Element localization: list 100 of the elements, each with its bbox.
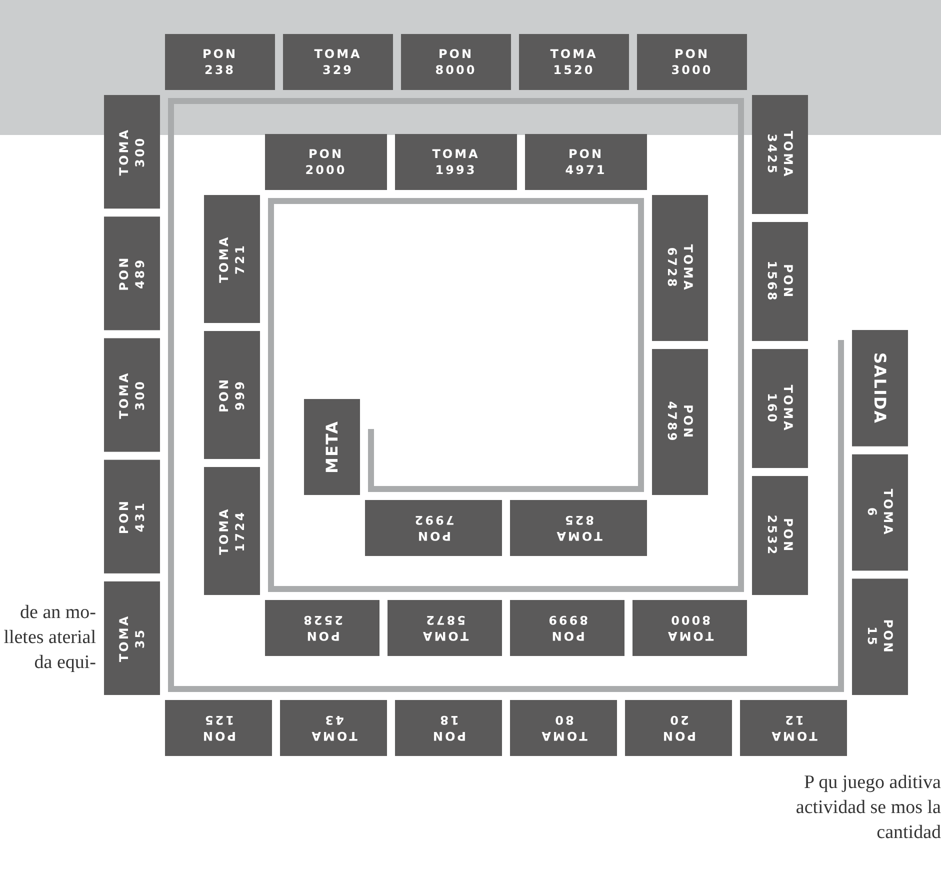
space-label: 721: [233, 243, 247, 275]
space-label: 18: [438, 713, 459, 727]
space-label: 4971: [565, 163, 607, 177]
board-space: [852, 578, 908, 695]
space-label: TOMA: [781, 130, 795, 178]
space-label: PON: [781, 518, 795, 554]
space-label: PON: [681, 404, 695, 440]
space-label: 43: [323, 713, 344, 727]
board-space: [304, 399, 360, 495]
space-label: 300: [133, 379, 147, 411]
space-label: 6728: [665, 247, 679, 289]
space-label: TOMA: [217, 507, 231, 555]
space-label: 80: [553, 713, 574, 727]
space-label: TOMA: [117, 371, 131, 419]
space-label: PON: [308, 147, 344, 161]
space-label: 4789: [665, 401, 679, 443]
board-space: [104, 95, 160, 209]
space-label: TOMA: [770, 729, 818, 743]
board-space: [104, 216, 160, 330]
space-label: PON: [550, 629, 585, 643]
board-space: [525, 134, 647, 190]
board-space: [165, 700, 272, 756]
board-space: [510, 700, 617, 756]
space-label: PON: [117, 499, 131, 534]
space-label: SALIDA: [870, 352, 890, 424]
space-label: PON: [202, 47, 238, 61]
space-label: META: [322, 420, 342, 474]
board-space: [637, 34, 747, 90]
space-label: 489: [133, 258, 147, 289]
board-space: [365, 500, 502, 556]
board-space: [852, 330, 908, 446]
space-label: PON: [416, 529, 452, 543]
space-label: 300: [133, 136, 147, 168]
board-space: [625, 700, 732, 756]
paragraph-fragment: de an mo- lletes aterial da equi-: [2, 601, 96, 675]
space-label: 329: [322, 63, 354, 77]
board-space: [265, 134, 387, 190]
space-label: 12: [783, 713, 804, 727]
space-label: TOMA: [781, 384, 795, 432]
space-label: 238: [204, 63, 236, 77]
space-label: TOMA: [550, 47, 598, 61]
space-label: TOMA: [420, 629, 469, 643]
space-label: PON: [568, 147, 604, 161]
space-label: PON: [674, 47, 710, 61]
board-space: [104, 460, 160, 574]
space-label: 1568: [765, 260, 779, 302]
space-label: 1993: [435, 163, 477, 177]
space-label: 2528: [302, 613, 343, 627]
space-label: 15: [865, 626, 879, 648]
space-label: 8000: [669, 613, 710, 627]
space-label: 8000: [435, 63, 477, 77]
space-label: TOMA: [117, 614, 131, 662]
board-space: [752, 95, 808, 214]
board-space: [632, 600, 747, 656]
space-label: PON: [881, 619, 895, 654]
board-space: [852, 454, 908, 571]
board-space: [104, 338, 160, 452]
space-label: TOMA: [666, 629, 714, 643]
space-label: 125: [202, 713, 234, 727]
space-label: 3425: [765, 134, 779, 176]
space-label: 6: [865, 507, 879, 518]
board-space: [204, 331, 260, 459]
space-label: PON: [200, 729, 236, 743]
space-label: PON: [304, 629, 340, 643]
space-label: 1724: [233, 510, 247, 552]
space-label: TOMA: [432, 147, 480, 161]
space-label: TOMA: [314, 47, 362, 61]
board-space: [165, 34, 275, 90]
space-label: TOMA: [310, 729, 358, 743]
board-space: [510, 500, 647, 556]
paragraph-fragment: P qu juego aditiva actividad se mos la cantidad: [794, 771, 941, 845]
space-label: 20: [668, 713, 689, 727]
board-space: [752, 222, 808, 341]
space-label: TOMA: [881, 488, 895, 536]
space-label: PON: [660, 729, 696, 743]
space-label: 825: [562, 513, 594, 527]
space-label: TOMA: [554, 529, 602, 543]
space-label: 3000: [671, 63, 713, 77]
space-label: PON: [217, 377, 231, 413]
board-space: [510, 600, 624, 656]
space-label: 35: [133, 628, 147, 649]
board-space: [204, 195, 260, 323]
board-space: [395, 700, 502, 756]
space-label: 2000: [305, 163, 347, 177]
space-label: TOMA: [117, 128, 131, 176]
space-label: PON: [430, 729, 466, 743]
board-space: [283, 34, 393, 90]
board-space: [652, 349, 708, 495]
board-space: [652, 195, 708, 341]
space-label: TOMA: [217, 235, 231, 283]
space-label: TOMA: [540, 729, 588, 743]
board-space: [280, 700, 387, 756]
board-space: [752, 476, 808, 595]
board-space: [395, 134, 517, 190]
space-label: 999: [233, 379, 247, 411]
board-space: [265, 600, 380, 656]
board-space: [740, 700, 847, 756]
space-label: 5872: [424, 613, 466, 627]
board-space: [401, 34, 511, 90]
space-label: PON: [781, 264, 795, 300]
